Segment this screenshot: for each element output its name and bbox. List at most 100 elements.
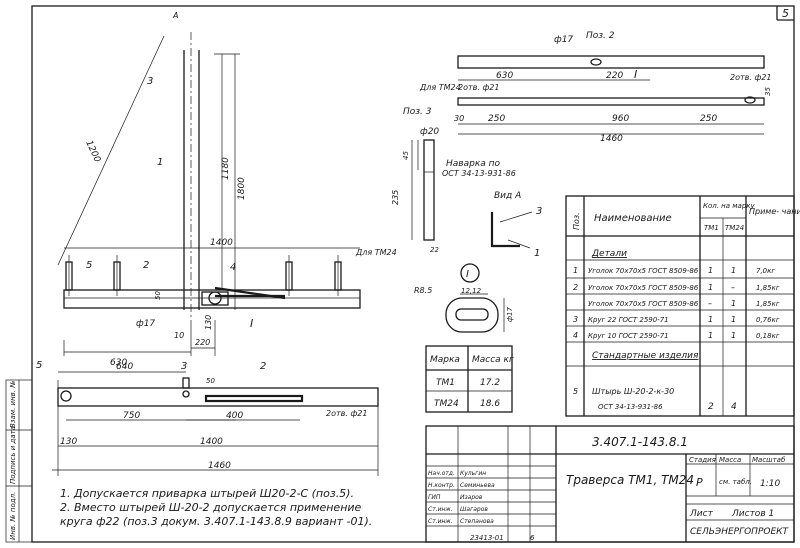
callout-2-main: 2	[143, 260, 149, 271]
main-view	[57, 32, 361, 356]
pos3-view	[411, 139, 435, 241]
section-marker-label: I	[466, 269, 469, 280]
dim-50: 50	[154, 291, 162, 300]
spec-std-pos: 5	[573, 387, 578, 396]
spec-row-4-name: Круг 22 ГОСТ 2590-71	[588, 316, 669, 324]
dim-130-plan: 130	[60, 437, 77, 447]
sig-name-1: Кульгин	[460, 470, 486, 477]
label-for-tm24-pos2: Для ТМ24	[419, 83, 461, 92]
dim-1200: 1200	[83, 139, 102, 164]
label-two-holes-pos2-right: 2отв. ф21	[730, 73, 771, 82]
spec-row-5-name: Круг 10 ГОСТ 2590-71	[588, 332, 669, 340]
dim-phi20: ф20	[420, 127, 439, 137]
header-mass: Масса	[719, 456, 741, 464]
spec-section-parts: Детали	[591, 249, 627, 259]
spec-row-3-tm24: 1	[731, 299, 736, 308]
dim-r85: R8.5	[414, 286, 432, 295]
spec-section-standard: Стандартные изделия	[592, 351, 699, 361]
sheets-label: Листов 1	[731, 509, 774, 519]
scale-value: 1:10	[760, 479, 780, 489]
footer-code: 23413-01	[470, 534, 504, 542]
dim-22: 22	[430, 246, 439, 254]
spec-row-3-note: 1,85кг	[756, 300, 780, 308]
doc-code: 3.407.1-143.8.1	[592, 435, 688, 449]
dim-45: 45	[402, 151, 410, 160]
spec-header-name: Наименование	[594, 213, 672, 224]
side-label-2: Подпись и дата	[9, 426, 17, 484]
sig-role-1: Нач.отд.	[428, 470, 455, 477]
dim-1400-plan: 1400	[200, 437, 223, 447]
side-label-3: Взам. инв. №	[9, 380, 17, 428]
dim-1400: 1400	[210, 238, 233, 248]
callout-3-main: 3	[147, 76, 153, 87]
label-pos2: Поз. 2	[586, 31, 615, 41]
spec-row-5-pos: 4	[573, 331, 578, 340]
sheet-label: Лист	[689, 509, 714, 519]
title-block	[425, 425, 795, 543]
mass-row-value-1: 17.2	[480, 378, 500, 388]
dim-17-section: ф17	[506, 307, 514, 322]
dim-960-pos2: 960	[612, 114, 629, 124]
spec-header-qty: Кол. на марку	[703, 202, 756, 210]
mass-header-mass: Масса кг	[472, 355, 514, 365]
dim-640: 640	[116, 362, 133, 372]
spec-row-3-tm1: –	[708, 299, 712, 308]
label-weld-std: ОСТ 34-13-931-86	[442, 169, 516, 178]
spec-row-2-note: 1,85кг	[756, 284, 780, 292]
pins	[65, 255, 342, 296]
organization: СЕЛЬЭНЕРГОПРОЕКТ	[690, 527, 790, 537]
dim-220: 220	[195, 338, 210, 347]
note-2: 2. Вместо штырей Ш-20-2 допускается прим…	[60, 501, 362, 514]
dim-phi17-main: ф17	[136, 319, 155, 329]
label-weld: Наварка по	[446, 159, 501, 169]
spec-row-4-note: 0,76кг	[756, 316, 780, 324]
dim-35-pos2: 35	[764, 87, 772, 96]
spec-header-tm1: ТМ1	[704, 224, 719, 232]
sig-name-4: Шагаров	[460, 506, 488, 513]
dim-630: 630	[110, 358, 127, 368]
spec-row-4-tm1: 1	[708, 315, 713, 324]
spec-header-tm24: ТМ24	[725, 224, 744, 232]
main-view-mark: А	[172, 11, 178, 20]
sig-name-5: Степанова	[460, 518, 494, 525]
spec-row-1-note: 7,0кг	[756, 267, 775, 275]
mass-row-mark-1: ТМ1	[436, 378, 455, 388]
spec-row-2-pos: 2	[573, 283, 578, 292]
header-stage: Стадия	[689, 456, 716, 464]
callout-4-main: 4	[230, 262, 236, 273]
callout-3-plan: 3	[181, 361, 187, 372]
footer-num: 6	[530, 534, 535, 542]
label-two-holes-plan: 2отв. ф21	[326, 409, 367, 418]
section-marker-main: I	[250, 317, 253, 330]
dim-130: 130	[204, 315, 213, 330]
spec-row-3-name: Уголок 70х70х5 ГОСТ 8509-86	[588, 300, 699, 308]
side-label-1: Инв. № подл.	[9, 492, 17, 540]
section-i	[445, 263, 505, 333]
sig-name-3: Изаров	[460, 494, 483, 501]
view-a	[490, 211, 533, 249]
note-1: 1. Допускается приварка штырей Ш20-2-С (…	[60, 487, 354, 500]
mass-table	[425, 345, 513, 413]
dim-235: 235	[391, 190, 400, 205]
label-two-holes-pos2: 2отв. ф21	[458, 83, 499, 92]
dim-400: 400	[226, 411, 243, 421]
callout-5-plan: 5	[36, 360, 42, 371]
callout-1-main: 1	[157, 157, 163, 168]
spec-header-pos: Поз.	[572, 212, 581, 230]
callout-2-plan: 2	[260, 361, 266, 372]
dim-1212: 12,12	[461, 287, 482, 295]
spec-row-5-tm24: 1	[731, 331, 736, 340]
spec-row-5-tm1: 1	[708, 331, 713, 340]
dim-250-pos2: 250	[488, 114, 505, 124]
dim-1460: 1460	[208, 461, 231, 471]
sig-role-5: Ст.инж.	[428, 518, 453, 525]
mass-row-value-2: 18.6	[480, 399, 500, 409]
page-number: 5	[782, 7, 789, 20]
dim-1460-pos2: 1460	[600, 134, 623, 144]
label-for-tm24: Для ТМ24	[355, 248, 397, 257]
spec-std-tm24: 4	[731, 402, 737, 412]
dim-250-pos2-right: 250	[700, 114, 717, 124]
spec-row-1-pos: 1	[573, 266, 578, 275]
label-pos3: Поз. 3	[403, 107, 432, 117]
